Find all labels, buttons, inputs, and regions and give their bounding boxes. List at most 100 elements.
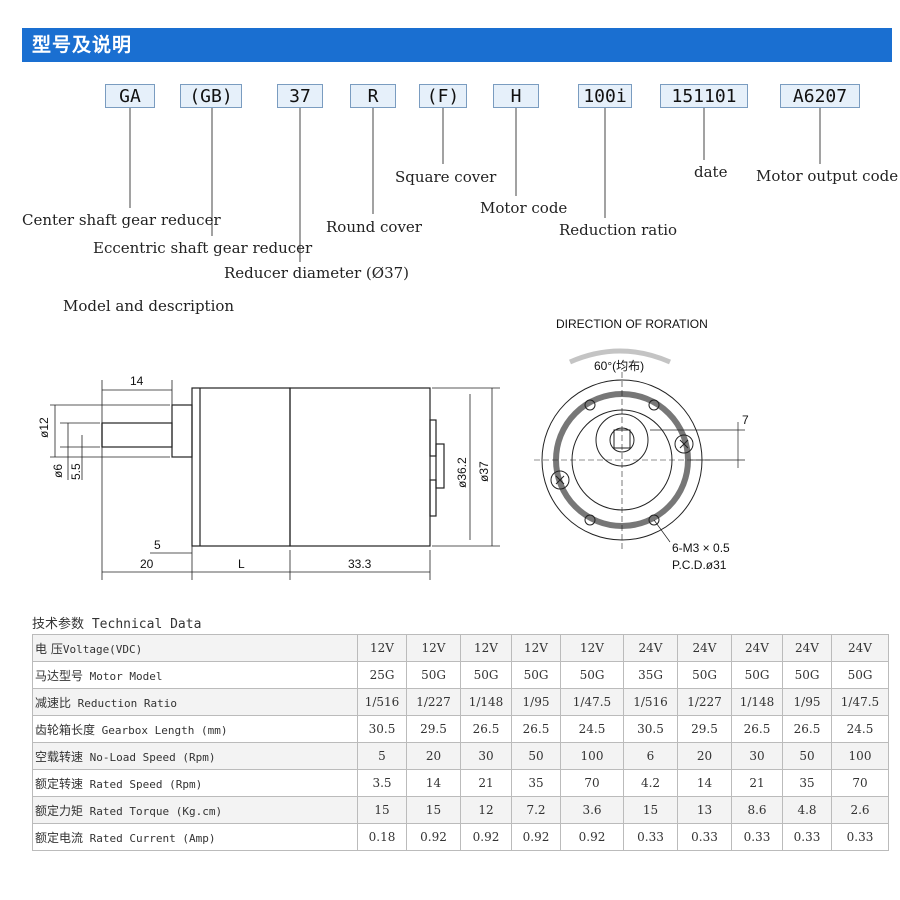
code-box-ga: GA xyxy=(105,84,155,108)
dim-37: ø37 xyxy=(477,461,491,482)
spec-cell: 35G xyxy=(623,661,678,689)
code-box-square: (F) xyxy=(419,84,467,108)
spec-cell: 50G xyxy=(560,661,624,689)
spec-row-label: 额定电流 Rated Current (Amp) xyxy=(32,823,358,851)
spec-cell: 50G xyxy=(731,661,783,689)
spec-cell: 50 xyxy=(511,742,561,770)
spec-cell: 15 xyxy=(406,796,461,824)
dim-5-5: 5.5 xyxy=(69,463,83,480)
spec-label-en: Voltage(VDC) xyxy=(62,642,143,656)
spec-cell: 12V xyxy=(357,634,407,662)
page-banner: 型号及说明 xyxy=(22,28,892,62)
side-view-drawing: 14 ø12 ø6 5.5 5 20 L 33.3 ø36.2 ø37 xyxy=(37,374,500,580)
spec-cell: 0.92 xyxy=(511,823,561,851)
spec-cell: 0.33 xyxy=(731,823,783,851)
spec-cell: 50G xyxy=(677,661,732,689)
tech-title-en: Technical Data xyxy=(91,617,202,632)
spec-label-en: No-Load Speed (Rpm) xyxy=(83,750,216,764)
spec-cell: 100 xyxy=(831,742,889,770)
spec-cell: 24V xyxy=(677,634,732,662)
spec-cell: 100 xyxy=(560,742,624,770)
spec-cell: 50G xyxy=(406,661,461,689)
spec-cell: 24V xyxy=(731,634,783,662)
label-round-cover: Round cover xyxy=(326,218,422,236)
spec-cell: 1/227 xyxy=(677,688,732,716)
spec-label-cn: 额定转速 xyxy=(35,776,84,791)
spec-cell: 26.5 xyxy=(782,715,832,743)
gearbox-body xyxy=(191,387,291,547)
spec-cell: 1/148 xyxy=(460,688,512,716)
spec-cell: 14 xyxy=(406,769,461,797)
spec-cell: 20 xyxy=(677,742,732,770)
end-view-drawing: DIRECTION OF RORATION 60°(均布) 7 6-M3 × 0… xyxy=(534,317,749,572)
spec-cell: 29.5 xyxy=(677,715,732,743)
code-box-gb: (GB) xyxy=(180,84,242,108)
dim-33-3: 33.3 xyxy=(348,557,372,571)
spec-cell: 12V xyxy=(460,634,512,662)
spec-label-en: Rated Torque (Kg.cm) xyxy=(83,804,223,818)
spec-label-en: Gearbox Length (mm) xyxy=(95,723,228,737)
spec-label-en: Rated Current (Amp) xyxy=(83,831,216,845)
spec-cell: 0.33 xyxy=(782,823,832,851)
spec-cell: 50G xyxy=(831,661,889,689)
spec-row-label: 额定力矩 Rated Torque (Kg.cm) xyxy=(32,796,358,824)
spec-cell: 1/95 xyxy=(511,688,561,716)
spec-label-en: Rated Speed (Rpm) xyxy=(83,777,203,791)
spec-cell: 35 xyxy=(782,769,832,797)
spec-cell: 14 xyxy=(677,769,732,797)
spec-row-label: 额定转速 Rated Speed (Rpm) xyxy=(32,769,358,797)
spec-row-label: 齿轮箱长度 Gearbox Length (mm) xyxy=(32,715,358,743)
leader-lines xyxy=(129,108,821,262)
spec-cell: 50G xyxy=(511,661,561,689)
shaft-collar xyxy=(171,404,193,458)
end-view-dim-7: 7 xyxy=(742,413,749,427)
spec-row-label: 马达型号 Motor Model xyxy=(32,661,358,689)
dim-12: ø12 xyxy=(37,417,51,438)
spec-label-cn: 额定电流 xyxy=(35,830,84,845)
spec-cell: 24V xyxy=(623,634,678,662)
end-view-direction: DIRECTION OF RORATION xyxy=(556,317,708,331)
label-square-cover: Square cover xyxy=(395,168,497,186)
tech-title: 技术参数 Technical Data xyxy=(32,613,201,632)
spec-cell: 1/227 xyxy=(406,688,461,716)
motor-body xyxy=(289,387,431,547)
spec-cell: 30.5 xyxy=(623,715,678,743)
spec-cell: 2.6 xyxy=(831,796,889,824)
dim-14: 14 xyxy=(130,374,144,388)
spec-cell: 0.92 xyxy=(460,823,512,851)
spec-cell: 3.5 xyxy=(357,769,407,797)
spec-label-cn: 空载转速 xyxy=(35,749,84,764)
spec-cell: 12 xyxy=(460,796,512,824)
code-box-date: 151101 xyxy=(660,84,748,108)
spec-cell: 5 xyxy=(357,742,407,770)
label-motor-output-code: Motor output code xyxy=(756,167,899,185)
spec-cell: 1/516 xyxy=(623,688,678,716)
spec-cell: 15 xyxy=(623,796,678,824)
spec-cell: 35 xyxy=(511,769,561,797)
end-view-holes: 6-M3 × 0.5 xyxy=(672,541,730,555)
spec-cell: 3.6 xyxy=(560,796,624,824)
spec-cell: 0.18 xyxy=(357,823,407,851)
dim-L: L xyxy=(238,557,245,571)
spec-cell: 50G xyxy=(460,661,512,689)
spec-cell: 15 xyxy=(357,796,407,824)
spec-cell: 1/516 xyxy=(357,688,407,716)
label-eccentric-shaft: Eccentric shaft gear reducer xyxy=(93,239,313,257)
spec-cell: 70 xyxy=(831,769,889,797)
spec-cell: 4.2 xyxy=(623,769,678,797)
spec-cell: 30.5 xyxy=(357,715,407,743)
spec-cell: 24.5 xyxy=(560,715,624,743)
spec-cell: 0.33 xyxy=(677,823,732,851)
spec-cell: 24V xyxy=(831,634,889,662)
spec-cell: 0.33 xyxy=(623,823,678,851)
spec-cell: 70 xyxy=(560,769,624,797)
spec-cell: 26.5 xyxy=(731,715,783,743)
spec-cell: 6 xyxy=(623,742,678,770)
